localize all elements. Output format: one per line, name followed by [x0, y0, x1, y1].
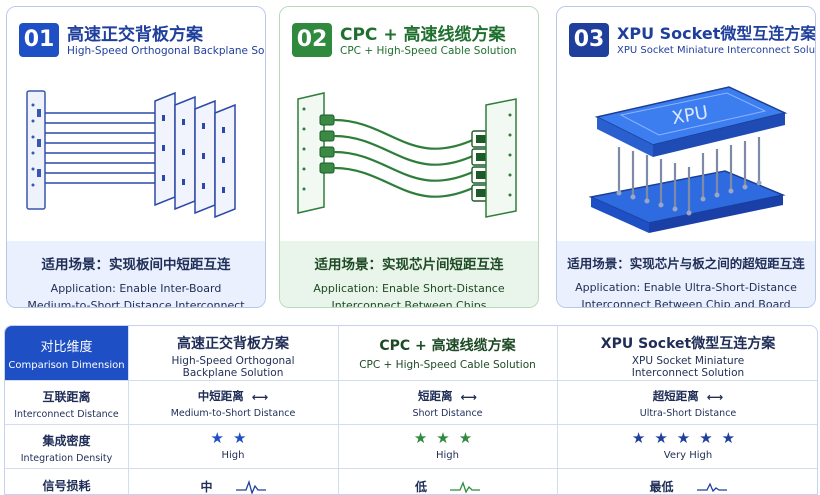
distance-cell-1: 中短距离 ⟷ Medium-to-Short Distance: [128, 380, 338, 424]
card-number: 02: [292, 23, 332, 57]
distance-value-en: Ultra-Short Distance: [639, 408, 737, 419]
column-header-cn: 高速正交背板方案: [177, 336, 289, 352]
row-label-distance: 互联距离 Interconnect Distance: [5, 380, 128, 424]
double-arrow-icon: ⟷: [702, 389, 724, 404]
cpc-cable-icon: [297, 92, 517, 218]
column-header-en2: Backplane Solution: [182, 367, 284, 379]
row-label-en: Interconnect Distance: [14, 409, 119, 420]
application-box: 适用场景：实现板间中短距互连 Application: Enable Inter…: [7, 241, 265, 307]
application-box: 适用场景：实现芯片间短距互连 Application: Enable Short…: [280, 241, 538, 307]
card-title: XPU Socket微型互连方案: [617, 24, 816, 43]
distance-value-en: Medium-to-Short Distance: [170, 408, 296, 419]
application-cn: 适用场景：实现芯片与板之间的超短距互连: [567, 256, 805, 271]
application-en-line1: Application: Enable Short-Distance: [313, 282, 505, 295]
application-box: 适用场景：实现芯片与板之间的超短距互连 Application: Enable …: [557, 241, 815, 307]
star-rating: ★★★: [338, 429, 557, 447]
row-label-loss: 信号损耗: [5, 468, 128, 494]
density-value-en: Very High: [663, 450, 713, 461]
corner-header: 对比维度 Comparison Dimension: [5, 326, 128, 380]
application-cn: 适用场景：实现芯片间短距互连: [314, 257, 504, 273]
star-icon: ★: [631, 429, 655, 447]
density-value-en: High: [436, 450, 459, 461]
card-number: 01: [19, 23, 59, 57]
density-value-en: High: [221, 450, 245, 461]
column-header-cn: XPU Socket微型互连方案: [600, 336, 776, 352]
xpu-socket-icon: XPU: [588, 86, 788, 233]
column-header-cn: CPC + 高速线缆方案: [379, 338, 516, 354]
star-icon: ★: [721, 429, 745, 447]
application-en-line2: Interconnect Between Chips: [331, 299, 487, 308]
column-header-2: CPC + 高速线缆方案 CPC + High-Speed Cable Solu…: [338, 326, 557, 380]
application-en-line1: Application: Enable Ultra-Short-Distance: [575, 281, 797, 294]
column-header-en2: Interconnect Solution: [631, 367, 745, 379]
application-en-line2: Interconnect Between Chip and Board: [581, 298, 791, 308]
star-icon: ★: [436, 429, 459, 447]
signal-wave-icon: [696, 481, 727, 492]
loss-cell-2: 低: [338, 468, 557, 494]
loss-value-cn: 中: [200, 480, 213, 494]
comparison-table: 对比维度 Comparison Dimension 高速正交背板方案 High-…: [4, 325, 818, 495]
row-label-cn: 集成密度: [42, 434, 91, 448]
density-cell-2: ★★★ High: [338, 424, 557, 468]
loss-value-cn: 最低: [649, 480, 674, 494]
distance-value-cn: 短距离: [417, 389, 453, 403]
corner-en: Comparison Dimension: [8, 360, 125, 371]
card-header: 02 CPC + 高速线缆方案 CPC + High-Speed Cable S…: [280, 7, 538, 69]
double-arrow-icon: ⟷: [456, 389, 478, 404]
card-number: 03: [569, 23, 609, 57]
row-label-density: 集成密度 Integration Density: [5, 424, 128, 468]
card-header: 03 XPU Socket微型互连方案 XPU Socket Miniature…: [557, 7, 815, 69]
card-header: 01 高速正交背板方案 High-Speed Orthogonal Backpl…: [7, 7, 265, 69]
distance-cell-3: 超短距离 ⟷ Ultra-Short Distance: [557, 380, 817, 424]
row-label-en: Integration Density: [20, 453, 113, 464]
distance-value-cn: 超短距离: [652, 389, 699, 403]
orthogonal-backplane-icon: [26, 90, 236, 219]
column-header-3: XPU Socket微型互连方案 XPU Socket Miniature In…: [557, 326, 817, 380]
distance-value-cn: 中短距离: [197, 389, 244, 403]
star-icon: ★: [413, 429, 437, 447]
card-subtitle: CPC + High-Speed Cable Solution: [340, 45, 517, 57]
star-rating: ★★★★★: [557, 429, 817, 447]
signal-wave-icon: [235, 479, 266, 494]
double-arrow-icon: ⟷: [247, 389, 269, 404]
card-title: 高速正交背板方案: [67, 25, 203, 45]
column-header-en1: XPU Socket Miniature: [631, 355, 745, 367]
density-cell-3: ★★★★★ Very High: [557, 424, 817, 468]
column-header-en1: High-Speed Orthogonal: [171, 355, 295, 367]
star-icon: ★: [233, 429, 256, 447]
application-en-line1: Application: Enable Inter-Board: [50, 282, 222, 295]
corner-cn: 对比维度: [40, 340, 93, 355]
star-icon: ★: [699, 429, 722, 447]
socket-illustration: XPU: [557, 69, 815, 241]
density-cell-1: ★★ High: [128, 424, 338, 468]
backplane-illustration: [7, 69, 265, 241]
row-label-cn: 信号损耗: [42, 479, 91, 493]
application-cn: 适用场景：实现板间中短距互连: [41, 257, 231, 273]
cable-illustration: [280, 69, 538, 241]
card-title: CPC + 高速线缆方案: [340, 25, 506, 45]
star-icon: ★: [654, 429, 677, 447]
distance-value-en: Short Distance: [412, 408, 483, 419]
signal-wave-icon: [450, 480, 481, 494]
loss-value-cn: 低: [414, 480, 427, 494]
row-label-cn: 互联距离: [42, 390, 91, 404]
card-subtitle: High-Speed Orthogonal Backplane Solution: [67, 45, 265, 57]
star-icon: ★: [210, 429, 233, 447]
application-en-line2: Medium-to-Short Distance Interconnect: [27, 299, 245, 308]
column-header-1: 高速正交背板方案 High-Speed Orthogonal Backplane…: [128, 326, 338, 380]
column-header-en1: CPC + High-Speed Cable Solution: [359, 359, 536, 371]
card-subtitle: XPU Socket Miniature Interconnect Soluti…: [617, 45, 816, 56]
solution-card-2: 02 CPC + 高速线缆方案 CPC + High-Speed Cable S…: [279, 6, 539, 308]
distance-cell-2: 短距离 ⟷ Short Distance: [338, 380, 557, 424]
loss-cell-1: 中: [128, 468, 338, 494]
star-rating: ★★: [128, 429, 338, 447]
solution-card-1: 01 高速正交背板方案 High-Speed Orthogonal Backpl…: [6, 6, 266, 308]
solution-card-3: 03 XPU Socket微型互连方案 XPU Socket Miniature…: [556, 6, 816, 308]
star-icon: ★: [676, 429, 700, 447]
star-icon: ★: [458, 429, 482, 447]
loss-cell-3: 最低: [557, 468, 817, 494]
